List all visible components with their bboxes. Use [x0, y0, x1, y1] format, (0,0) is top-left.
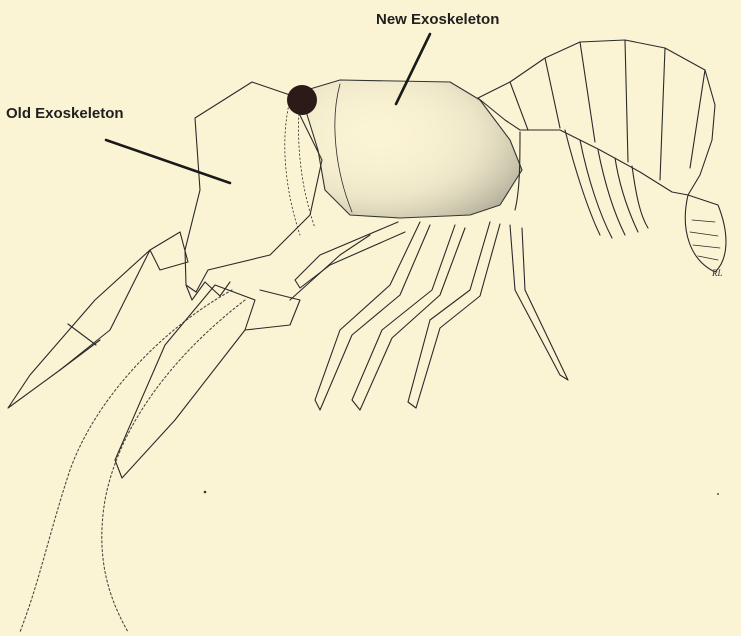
eye	[287, 85, 317, 115]
old-exoskeleton-label: Old Exoskeleton	[6, 105, 124, 122]
new-exoskeleton-label: New Exoskeleton	[376, 11, 499, 28]
antennae	[20, 290, 245, 632]
old-exoskeleton-leader	[106, 140, 230, 183]
walking-legs	[295, 222, 568, 410]
new-claw	[115, 235, 370, 478]
artist-initials: RL	[712, 268, 723, 278]
new-exoskeleton-carapace	[300, 80, 522, 218]
old-claw	[8, 232, 188, 408]
